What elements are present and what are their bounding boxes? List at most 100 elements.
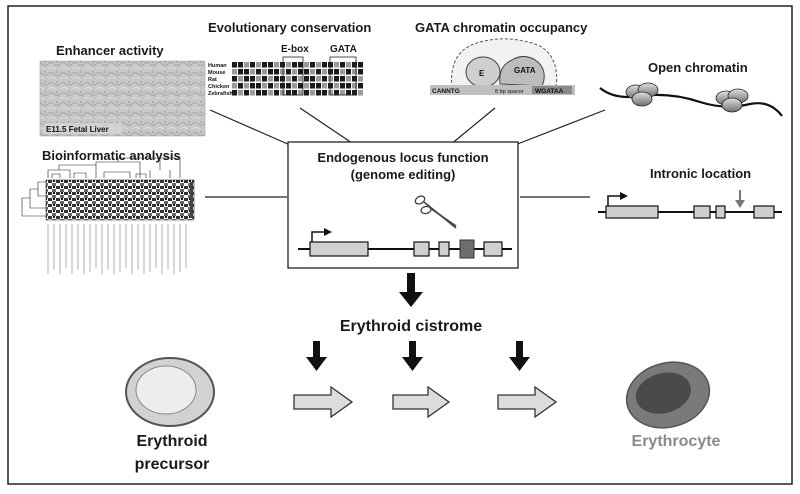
scissors-icon	[414, 195, 457, 229]
maturation-arrow-3	[497, 385, 558, 419]
alignment-block	[238, 62, 243, 68]
alignment-block	[280, 90, 285, 96]
nucleosome-left	[625, 82, 659, 107]
alignment-block	[346, 62, 351, 68]
alignment-block	[286, 62, 291, 68]
alignment-block	[292, 62, 297, 68]
alignment-block	[274, 83, 279, 89]
alignment-block	[358, 69, 363, 75]
nucleosome-right	[715, 88, 749, 113]
alignment-block	[322, 83, 327, 89]
dendrogram-left	[21, 181, 46, 217]
alignment-block	[280, 69, 285, 75]
down-arrow-2	[402, 341, 423, 371]
alignment-block	[358, 90, 363, 96]
alignment-block	[268, 83, 273, 89]
heatmap-colorbar	[190, 182, 193, 218]
alignment-block	[316, 83, 321, 89]
alignment-block	[304, 62, 309, 68]
alignment-block	[316, 76, 321, 82]
intronic-gene-model	[598, 190, 782, 219]
alignment-block	[316, 90, 321, 96]
alignment-block	[352, 62, 357, 68]
alignment-block	[304, 90, 309, 96]
alignment-block	[268, 62, 273, 68]
heatmap	[45, 179, 195, 221]
species-name: Mouse	[208, 70, 225, 76]
precursor-label-line2: precursor	[135, 456, 210, 473]
alignment-block	[310, 62, 315, 68]
gata-occupancy-title: GATA chromatin occupancy	[415, 20, 588, 35]
alignment-block	[328, 90, 333, 96]
species-name: Human	[208, 63, 227, 69]
alignment-block	[262, 62, 267, 68]
alignment-block	[244, 69, 249, 75]
alignment-block	[256, 90, 261, 96]
alignment-block	[298, 90, 303, 96]
alignment-block	[244, 83, 249, 89]
maturation-arrow-2	[392, 385, 451, 419]
alignment-block	[328, 62, 333, 68]
alignment-block	[298, 62, 303, 68]
wgataa-label: WGATAA	[535, 88, 564, 95]
chromatin-strand	[599, 87, 783, 117]
alignment-block	[232, 90, 237, 96]
alignment-block	[346, 83, 351, 89]
alignment-block	[274, 90, 279, 96]
canntg-label: CANNTG	[432, 88, 460, 95]
alignment-block	[292, 83, 297, 89]
alignment-block	[250, 62, 255, 68]
open-chromatin-title: Open chromatin	[648, 60, 748, 75]
gata-protein	[499, 56, 545, 87]
enhancer-activity-title: Enhancer activity	[56, 43, 164, 58]
alignment-block	[358, 83, 363, 89]
connector-lines	[205, 107, 606, 198]
alignment-block	[256, 62, 261, 68]
alignment-block	[286, 69, 291, 75]
maturation-arrow-1	[293, 385, 354, 419]
alignment-block	[340, 69, 345, 75]
gata-box	[329, 56, 357, 96]
ebox-protein-label: E	[479, 69, 485, 78]
alignment-block	[292, 76, 297, 82]
alignment-block	[262, 90, 267, 96]
alignment-block	[292, 90, 297, 96]
heatmap-row-labels	[47, 224, 187, 274]
alignment-block	[244, 90, 249, 96]
alignment-block	[268, 90, 273, 96]
alignment-block	[316, 62, 321, 68]
alignment-block	[328, 83, 333, 89]
alignment-block	[334, 90, 339, 96]
alignment-block	[334, 69, 339, 75]
alignment-block	[232, 83, 237, 89]
alignment-block	[286, 83, 291, 89]
cistrome-label: Erythroid cistrome	[340, 318, 482, 335]
alignment-block	[298, 83, 303, 89]
alignment-block	[310, 83, 315, 89]
alignment-block	[250, 83, 255, 89]
alignment-block	[322, 90, 327, 96]
gata-motif-label: GATA	[330, 44, 357, 55]
alignment-block	[292, 69, 297, 75]
alignment-block	[280, 76, 285, 82]
alignment-block	[238, 76, 243, 82]
alignment-block	[262, 83, 267, 89]
alignment-block	[328, 76, 333, 82]
alignment-block	[352, 90, 357, 96]
alignment-block	[316, 69, 321, 75]
bioinformatic-title: Bioinformatic analysis	[42, 148, 181, 163]
central-title-line1: Endogenous locus function	[317, 150, 488, 165]
alignment-block	[340, 90, 345, 96]
alignment-block	[244, 76, 249, 82]
alignment-block	[232, 69, 237, 75]
alignment-block	[346, 76, 351, 82]
alignment-block	[256, 83, 261, 89]
alignment-block	[304, 83, 309, 89]
alignment-block	[238, 69, 243, 75]
wgataa-box	[532, 86, 572, 94]
erythrocyte-cell	[625, 361, 711, 429]
alignment-block	[352, 76, 357, 82]
alignment-block	[334, 76, 339, 82]
spacer-label: 8 bp spacer	[495, 89, 524, 95]
